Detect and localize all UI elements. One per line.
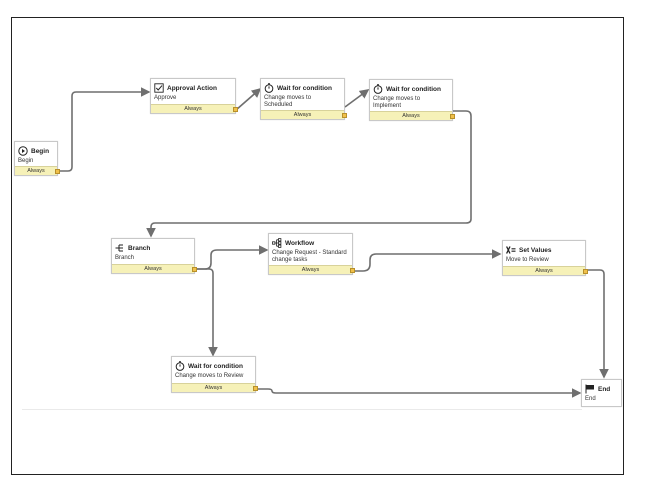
output-port[interactable] [253,386,258,391]
node-description: Change moves to Review [175,373,244,379]
node-wait-scheduled[interactable]: Wait for condition Change moves to Sched… [260,78,347,120]
node-description: Change Request - Standard change tasks [272,250,347,263]
branch-icon [115,244,123,252]
condition-bar[interactable]: Always [269,265,352,274]
node-wait-header: Wait for condition [261,79,344,94]
condition-bar[interactable]: Always [15,166,57,175]
node-title: End [598,385,611,393]
condition-bar[interactable]: Always [261,110,344,119]
set-values-icon [506,246,516,254]
node-wait-implement[interactable]: Wait for condition Change moves to Imple… [369,79,455,121]
node-wait-header: Wait for condition [172,357,255,372]
node-title: Begin [31,147,50,155]
condition-bar[interactable]: Always [370,111,452,120]
node-title: Wait for condition [188,362,243,370]
node-description: Change moves to Scheduled [264,95,312,108]
node-setvalues-header: Set Values [503,241,585,256]
node-description: Move to Review [506,257,549,263]
node-branch-header: Branch [112,239,194,254]
workflow-icon [272,238,282,248]
node-begin[interactable]: Begin Begin Always [14,141,60,176]
node-title: Branch [128,244,151,252]
node-title: Wait for condition [277,84,332,92]
output-port[interactable] [55,169,60,174]
output-port[interactable] [342,113,347,118]
output-port[interactable] [583,269,588,274]
node-description: Change moves to Implement [373,96,421,109]
node-title: Wait for condition [386,85,441,93]
node-description: Branch [115,255,135,261]
flag-icon [585,384,594,394]
condition-bar[interactable]: Always [503,266,585,275]
condition-bar[interactable]: Always [151,104,235,113]
node-title: Set Values [519,246,552,254]
node-wait-header: Wait for condition [370,80,452,95]
output-port[interactable] [450,114,455,119]
node-set-values[interactable]: Set Values Move to Review Always [502,240,588,276]
stopwatch-icon [264,83,274,93]
output-port[interactable] [192,267,197,272]
divider [22,409,582,410]
node-end-header: End [582,380,621,395]
node-description: Begin [18,158,34,164]
node-workflow-header: Workflow [269,234,352,249]
node-wait-review[interactable]: Wait for condition Change moves to Revie… [171,356,258,393]
condition-bar[interactable]: Always [172,383,255,392]
node-approval-action[interactable]: Approval Action Approve Always [150,78,238,114]
output-port[interactable] [233,107,238,112]
condition-bar[interactable]: Always [112,264,194,273]
stopwatch-icon [175,361,185,371]
node-title: Workflow [285,239,315,247]
node-description: End [585,396,596,402]
node-begin-header: Begin [15,142,57,157]
checkbox-icon [154,83,164,93]
play-circle-icon [18,146,28,156]
node-title: Approval Action [167,84,217,92]
node-end[interactable]: End End [581,379,622,407]
node-branch[interactable]: Branch Branch Always [111,238,197,274]
output-port[interactable] [350,268,355,273]
node-workflow[interactable]: Workflow Change Request - Standard chang… [268,233,355,275]
node-approval-header: Approval Action [151,79,235,94]
node-description: Approve [154,95,177,101]
stopwatch-icon [373,84,383,94]
